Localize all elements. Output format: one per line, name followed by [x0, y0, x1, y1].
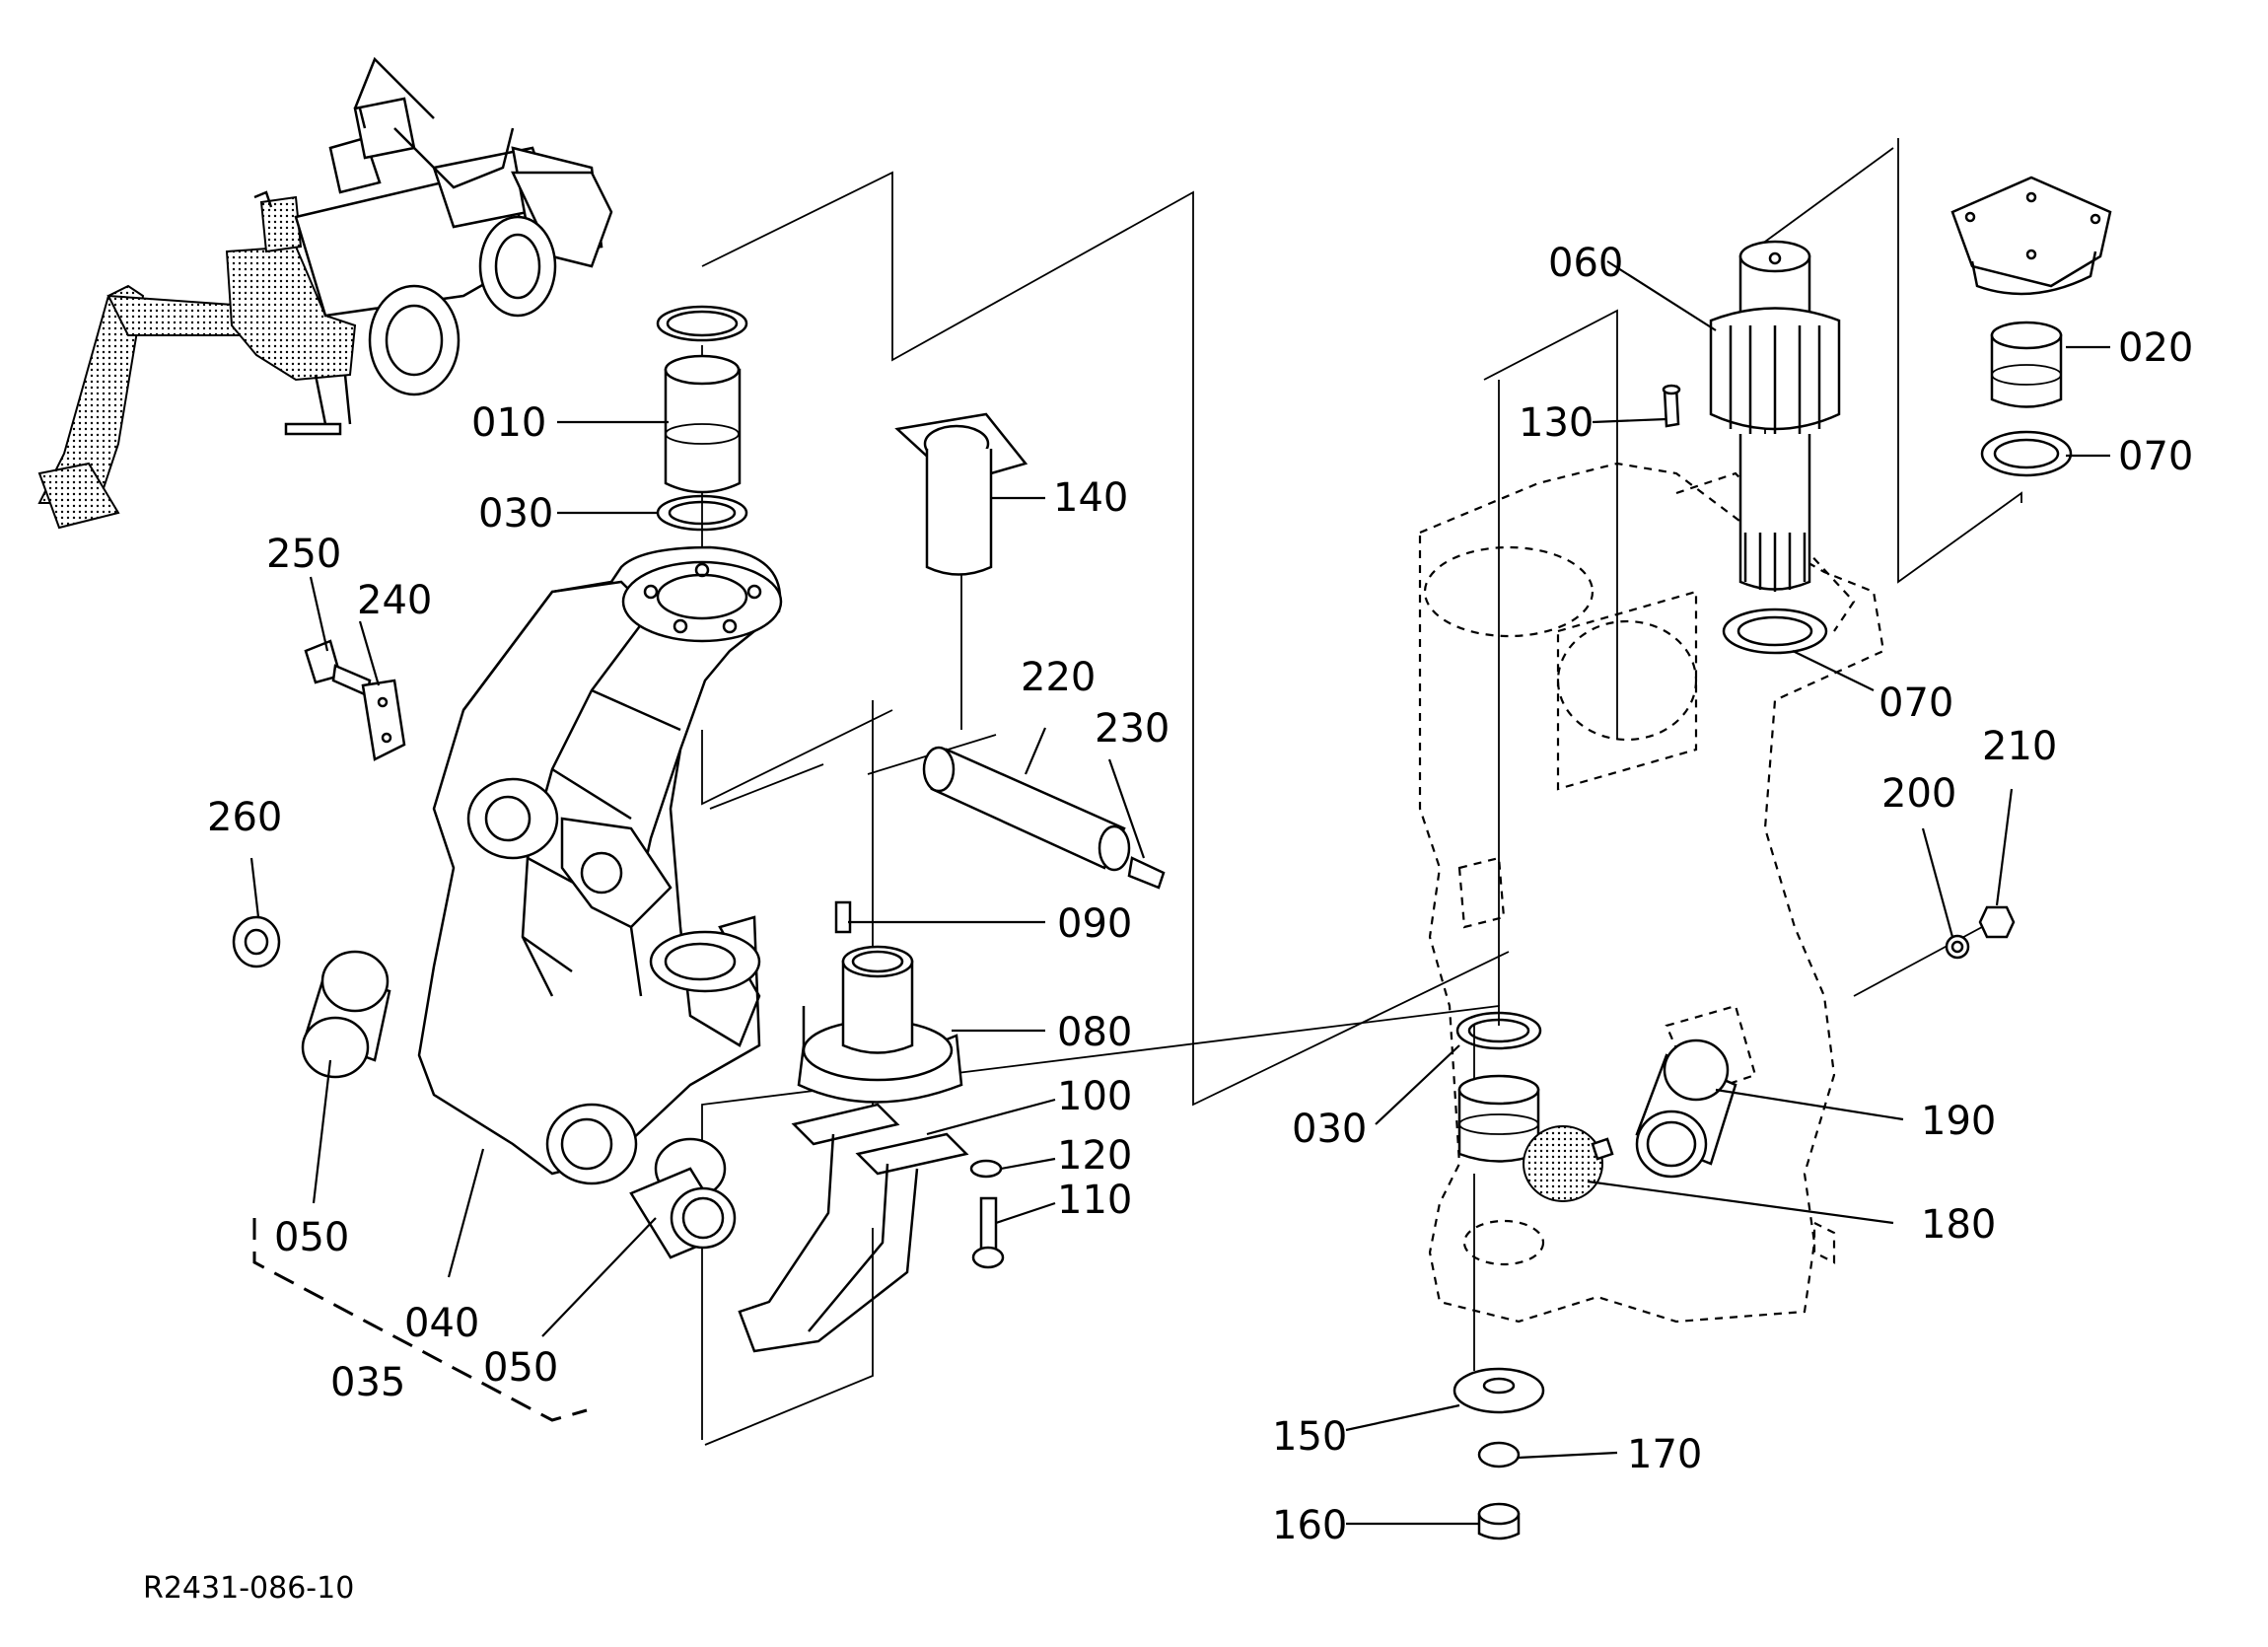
swing-bracket-assembly [417, 305, 783, 1185]
part-label-110: 110 [1057, 1178, 1132, 1223]
group-bracket-035 [252, 1218, 588, 1422]
part-label-180: 180 [1921, 1202, 1996, 1248]
splined-shaft [1662, 240, 1841, 655]
housing-phantom-outline [1418, 462, 1885, 1324]
part-label-040: 040 [404, 1301, 479, 1346]
part-label-050: 050 [483, 1345, 558, 1391]
drawing-number: R2431-086-10 [143, 1571, 354, 1606]
part-label-260: 260 [207, 795, 282, 840]
part-label-020: 020 [2118, 325, 2193, 371]
leader-lines [249, 260, 2110, 1526]
part-label-240: 240 [357, 578, 432, 623]
part-label-070: 070 [2118, 434, 2193, 479]
part-label-160: 160 [1272, 1503, 1347, 1548]
machine-thumbnail-illustration [37, 56, 613, 530]
cap-bushing-ring [1950, 176, 2112, 477]
part-label-035: 035 [330, 1360, 405, 1405]
part-label-190: 190 [1921, 1099, 1996, 1144]
part-label-030: 030 [478, 491, 553, 537]
part-label-080: 080 [1057, 1010, 1132, 1055]
hub-lever-parts [738, 900, 1005, 1353]
part-label-150: 150 [1272, 1414, 1347, 1460]
part-label-210: 210 [1982, 724, 2057, 769]
part-number-labels: 010 020 030 030 035 040 050 050 060 070 … [207, 241, 2193, 1548]
part-label-050: 050 [274, 1215, 349, 1260]
bolt-and-plate [304, 639, 406, 761]
part-label-070: 070 [1878, 680, 1953, 726]
part-label-120: 120 [1057, 1133, 1132, 1179]
part-label-250: 250 [266, 532, 341, 577]
part-label-060: 060 [1548, 241, 1623, 286]
part-label-230: 230 [1095, 706, 1169, 752]
part-label-130: 130 [1519, 400, 1594, 446]
part-label-010: 010 [471, 400, 546, 446]
pin-parts [894, 412, 1166, 890]
part-label-200: 200 [1881, 771, 1956, 817]
lower-right-components [1453, 905, 2016, 1540]
part-label-090: 090 [1057, 901, 1132, 947]
part-label-170: 170 [1627, 1432, 1702, 1477]
part-label-140: 140 [1053, 475, 1128, 521]
part-label-220: 220 [1021, 655, 1096, 700]
part-label-100: 100 [1057, 1074, 1132, 1119]
part-label-030: 030 [1292, 1107, 1367, 1152]
bushing-washer-parts [232, 915, 737, 1259]
